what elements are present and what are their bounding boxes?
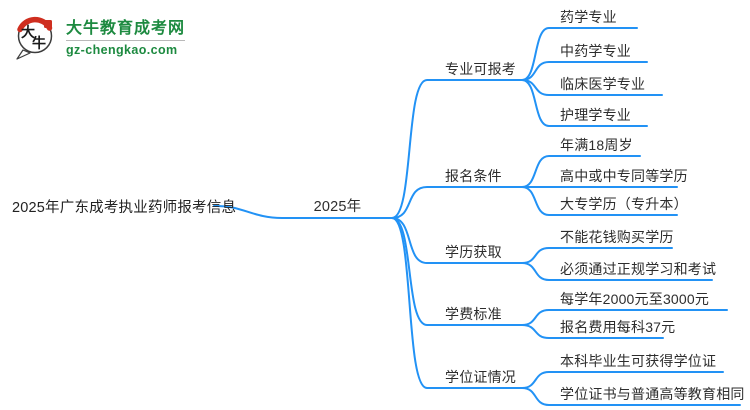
connector-leaf-tcm-pharmacy	[521, 61, 648, 81]
connector-leaf-exam-fee	[521, 324, 664, 339]
connector-leaf-bachelor-diploma	[521, 371, 724, 389]
connector-leaf-nursing	[521, 79, 648, 127]
connector-leaf-no-buying-degree	[521, 247, 673, 264]
connector-leaf-age18	[521, 155, 641, 188]
connector-root-center	[213, 204, 393, 219]
leaf-node-college-degree[interactable]: 大专学历（专升本）	[560, 196, 688, 212]
leaf-node-yearly-tuition[interactable]: 每学年2000元至3000元	[560, 291, 710, 307]
connector-branch-requirements	[391, 186, 523, 219]
connector-branch-tuition	[391, 217, 523, 326]
logo-char-niu: 牛	[32, 35, 46, 52]
branch-node-majors[interactable]: 专业可报考	[445, 61, 516, 77]
root-node[interactable]: 2025年广东成考执业药师报考信息	[12, 200, 237, 216]
site-domain: gz-chengkao.com	[66, 40, 186, 58]
logo-char-da: 大	[21, 24, 35, 41]
connector-leaf-college-degree	[521, 186, 678, 216]
connector-branch-majors	[391, 79, 523, 219]
leaf-node-exam-fee[interactable]: 报名费用每科37元	[560, 319, 676, 335]
connector-branch-degree-acquisition	[391, 217, 523, 264]
leaf-node-tcm-pharmacy[interactable]: 中药学专业	[560, 43, 631, 59]
branch-node-tuition[interactable]: 学费标准	[445, 306, 502, 322]
site-logo: 大 牛 大牛教育成考网 gz-chengkao.com	[13, 11, 186, 61]
site-name: 大牛教育成考网	[66, 20, 186, 37]
leaf-node-diploma-equal[interactable]: 学位证书与普通高等教育相同	[560, 386, 745, 402]
leaf-node-nursing[interactable]: 护理学专业	[560, 107, 631, 123]
connector-branch-diploma	[391, 217, 523, 389]
connector-leaf-pharmacy	[521, 27, 638, 81]
leaf-node-pharmacy[interactable]: 药学专业	[560, 9, 617, 25]
branch-node-diploma[interactable]: 学位证情况	[445, 369, 516, 385]
leaf-node-clinical-medicine[interactable]: 临床医学专业	[560, 76, 646, 92]
leaf-node-bachelor-diploma[interactable]: 本科毕业生可获得学位证	[560, 353, 717, 369]
center-node-2025[interactable]: 2025年	[313, 199, 362, 215]
leaf-node-no-buying-degree[interactable]: 不能花钱购买学历	[560, 229, 674, 245]
leaf-node-formal-study[interactable]: 必须通过正规学习和考试	[560, 261, 717, 277]
branch-node-degree-acquisition[interactable]: 学历获取	[445, 244, 502, 260]
leaf-node-highschool[interactable]: 高中或中专同等学历	[560, 168, 688, 184]
branch-node-requirements[interactable]: 报名条件	[445, 168, 502, 184]
leaf-node-age18[interactable]: 年满18周岁	[560, 137, 633, 153]
connector-leaf-diploma-equal	[521, 387, 741, 406]
connector-leaf-formal-study	[521, 262, 713, 281]
logo-bubble-icon: 大 牛	[13, 11, 59, 61]
